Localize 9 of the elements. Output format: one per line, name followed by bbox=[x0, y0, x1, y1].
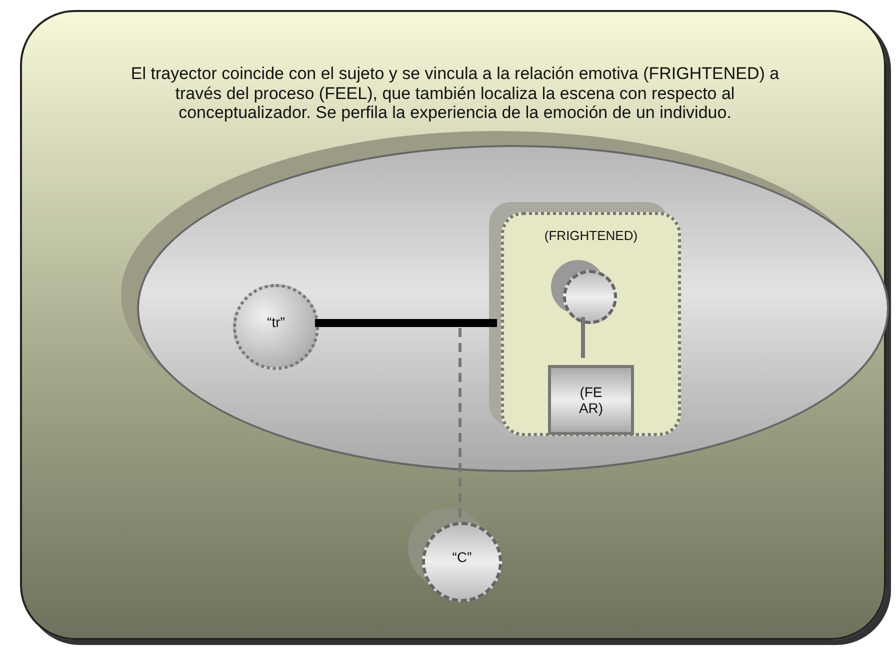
node-label: (FE AR) bbox=[578, 384, 604, 416]
node-label: “tr” bbox=[266, 314, 286, 330]
connector-line bbox=[581, 317, 585, 358]
dashed-line bbox=[458, 328, 462, 520]
process-box bbox=[548, 365, 634, 435]
node-label: “C” bbox=[451, 549, 473, 566]
description-text: El trayector coincide con el sujeto y se vincula a la relación emotiva (FRIGHTENED) a través del proceso (FEEL), que también localiza la escena con respecto al conceptualizador. Se perfila la experiencia de la emoción de un individuo. bbox=[130, 64, 780, 123]
thick-line bbox=[315, 319, 497, 327]
region-title: (FRIGHTENED) bbox=[543, 229, 639, 244]
